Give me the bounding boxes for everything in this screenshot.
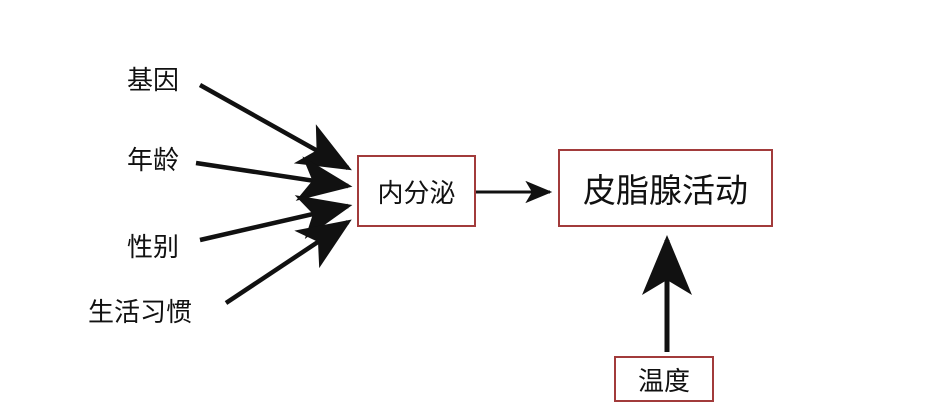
arrow-sex-to-endocrine [199,195,353,243]
factor-age-label: 年龄 [127,146,180,176]
arrow-genes-to-endocrine [198,83,352,171]
factor-sex-label: 性别 [127,233,180,263]
arrow-age-to-endocrine [195,156,353,201]
arrow-lifestyle-to-endocrine [224,219,352,305]
factor-genes-label: 基因 [127,66,180,96]
endocrine-box: 内分泌 [357,155,476,227]
sebaceous-activity-label: 皮脂腺活动 [583,171,748,210]
temperature-label: 温度 [637,366,690,397]
endocrine-label: 内分泌 [377,178,456,209]
sebaceous-activity-box: 皮脂腺活动 [558,149,773,227]
factor-lifestyle-label: 生活习惯 [88,298,193,328]
temperature-box: 温度 [614,356,714,402]
